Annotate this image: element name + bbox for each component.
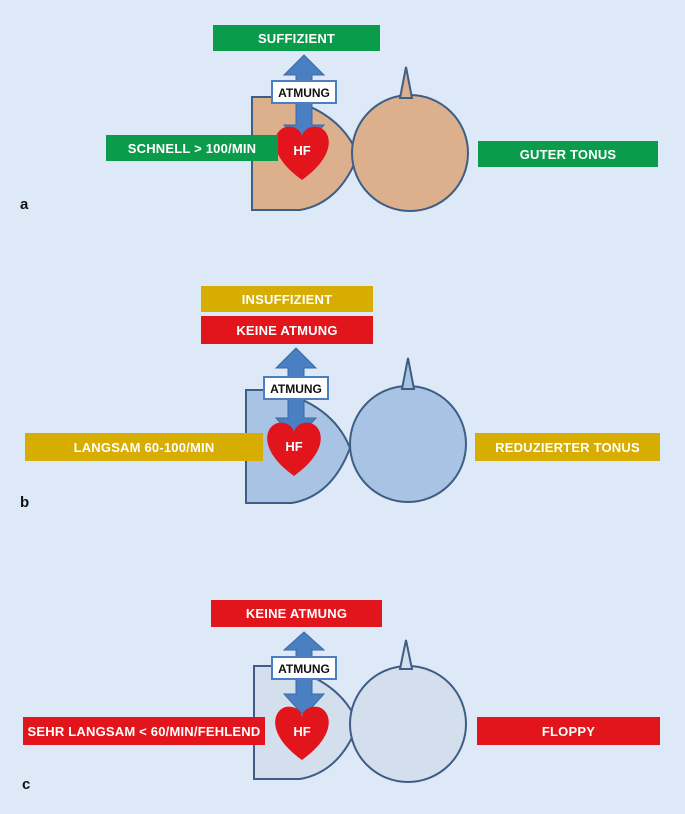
newborn-figure: ATMUNG HF (253, 631, 467, 783)
panel-a: SUFFIZIENT ATMUNG HF SCHNELL > 100/MIN G… (0, 0, 685, 260)
heart-icon (275, 706, 329, 760)
newborn-figure: ATMUNG HF (245, 347, 467, 504)
heart-rate-status: SCHNELL > 100/MIN (106, 135, 278, 161)
breathing-status-none: KEINE ATMUNG (201, 316, 373, 344)
panel-letter: a (20, 196, 29, 213)
breathing-label: ATMUNG (278, 662, 330, 676)
heart-rate-label: HF (293, 143, 310, 158)
hair-tuft (398, 639, 414, 670)
panel-letter: b (20, 494, 30, 511)
breathing-status-sufficient: SUFFIZIENT (213, 25, 380, 51)
heart-rate-label: HF (285, 439, 302, 454)
breathing-status-insufficient: INSUFFIZIENT (201, 286, 373, 312)
muscle-tone-status: REDUZIERTER TONUS (475, 433, 660, 461)
hair-tuft (400, 357, 416, 390)
muscle-tone-status: GUTER TONUS (478, 141, 658, 167)
heart-rate-status: SEHR LANGSAM < 60/MIN/FEHLEND (23, 717, 265, 745)
breathing-label: ATMUNG (278, 86, 330, 100)
newborn-figure: ATMUNG HF (251, 54, 469, 212)
heart-rate-status: LANGSAM 60-100/MIN (25, 433, 263, 461)
heart-rate-label: HF (293, 724, 310, 739)
panel-c: KEINE ATMUNG ATMUNG HF SEHR LANGSAM < 60… (0, 580, 685, 814)
panel-letter: c (22, 776, 31, 793)
breathing-label: ATMUNG (270, 382, 322, 396)
hair-tuft (398, 66, 414, 99)
muscle-tone-status: FLOPPY (477, 717, 660, 745)
breathing-status-none: KEINE ATMUNG (211, 600, 382, 627)
panel-b: INSUFFIZIENT KEINE ATMUNG ATMUNG HF LANG… (0, 270, 685, 550)
head-circle (349, 385, 467, 503)
head-circle (351, 94, 469, 212)
head-circle (349, 665, 467, 783)
heart-icon (275, 126, 329, 180)
heart-icon (267, 422, 321, 476)
